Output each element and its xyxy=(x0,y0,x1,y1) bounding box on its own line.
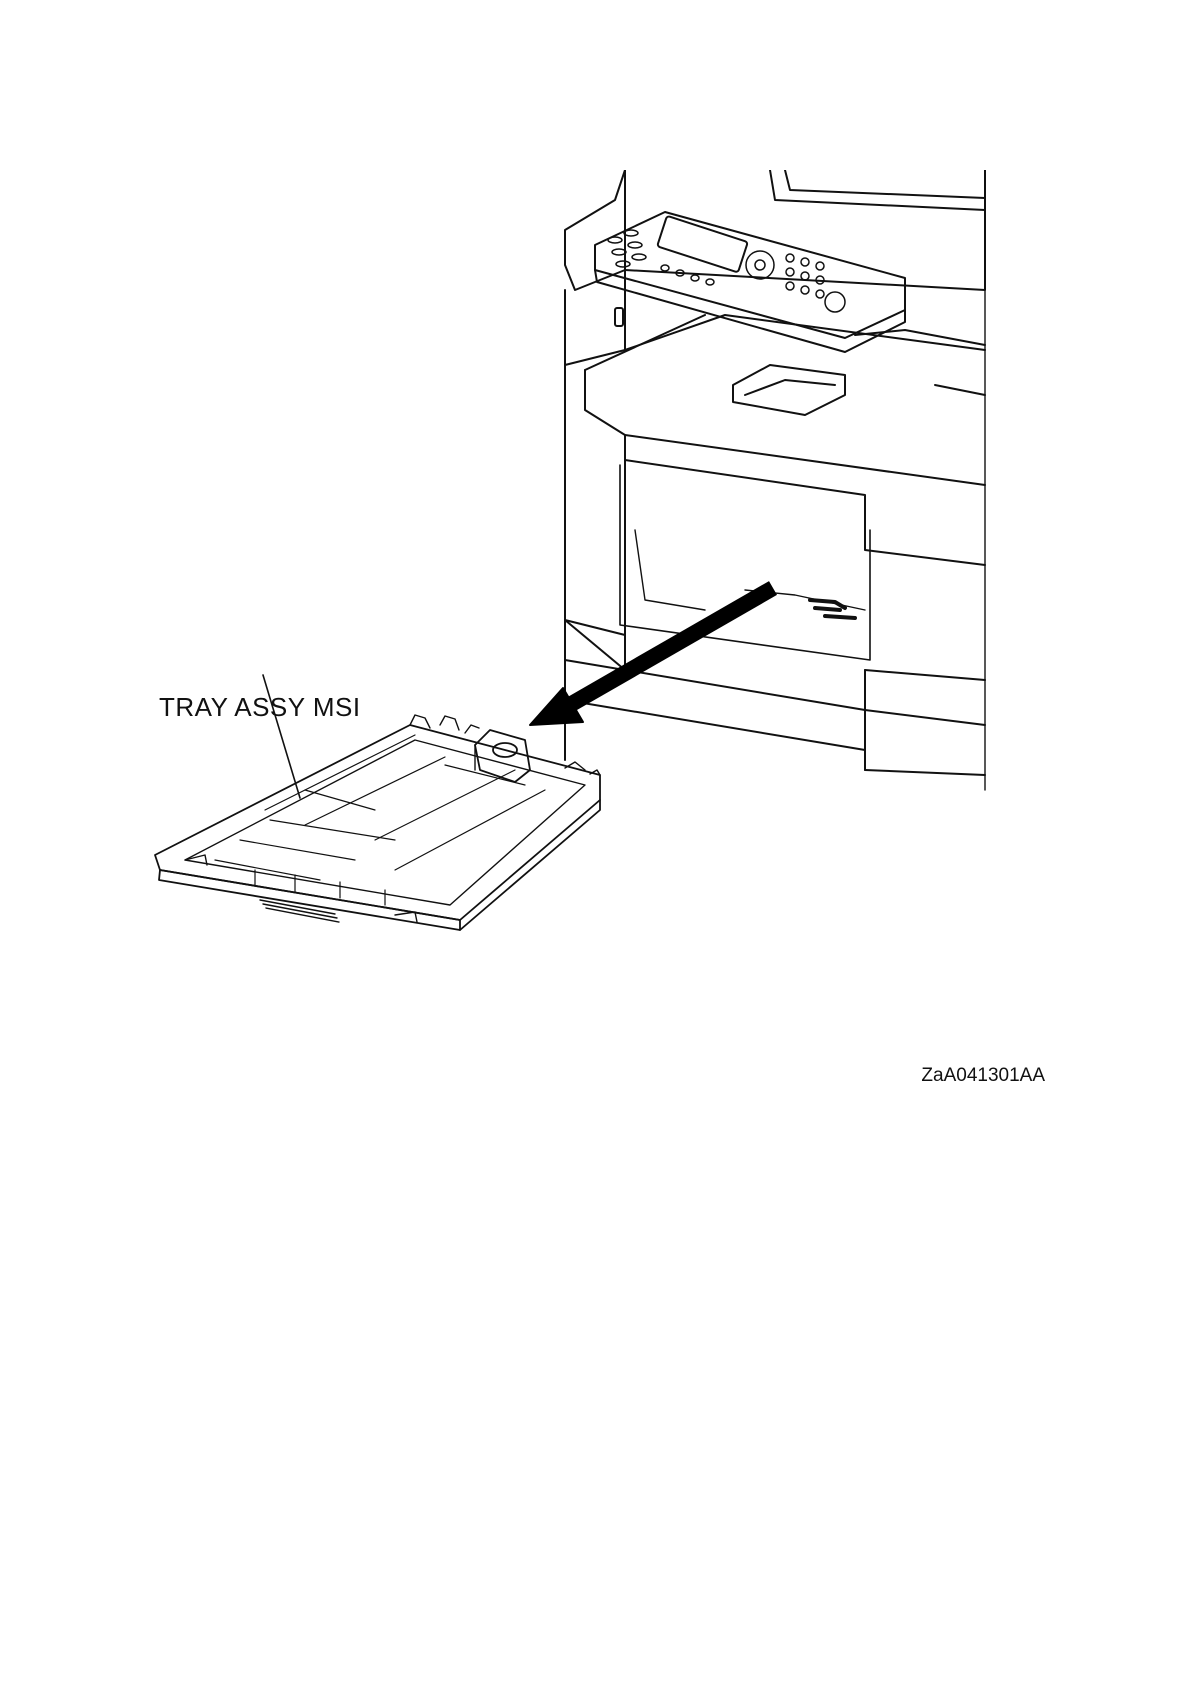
tray-callout-label: TRAY ASSY MSI xyxy=(159,692,361,723)
printer-illustration xyxy=(565,170,985,790)
diagram-figure: TRAY ASSY MSI ZaA041301AA xyxy=(145,170,1045,1100)
tray-illustration xyxy=(155,715,600,930)
printer-diagram xyxy=(145,170,1045,1100)
figure-id-label: ZaA041301AA xyxy=(921,1065,1045,1087)
removal-arrow xyxy=(530,588,773,725)
